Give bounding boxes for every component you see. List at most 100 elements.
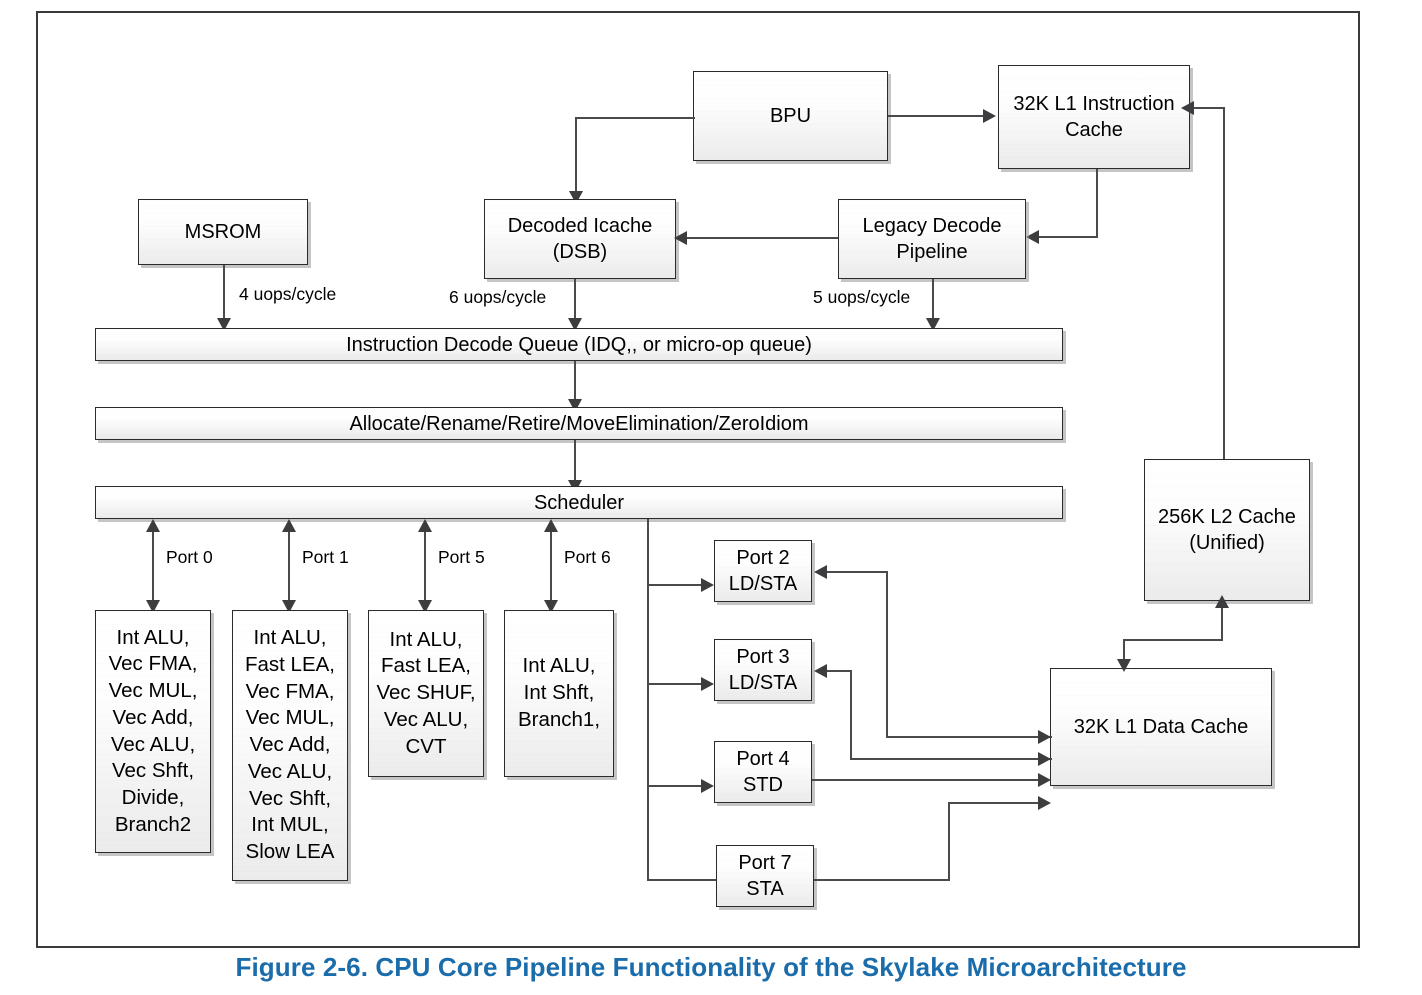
- arrowhead-legacy-to-dsb: [674, 231, 687, 245]
- instruction-decode-queue-bar: Instruction Decode Queue (IDQ,, or micro…: [95, 328, 1063, 361]
- port3-label: Port 3 LD/STA: [728, 646, 798, 694]
- figure-caption: Figure 2-6. CPU Core Pipeline Functional…: [235, 952, 1187, 982]
- arrowhead-bpu-to-dsb: [569, 191, 583, 204]
- port0-units-label: Int ALU, Vec FMA, Vec MUL, Vec Add, Vec …: [108, 625, 198, 836]
- connector-scheduler-memory-bus: [647, 519, 649, 881]
- arrowhead-idq-to-allocate: [568, 399, 582, 412]
- connector-scheduler-port1: [288, 525, 290, 607]
- l1-instruction-cache-label: 32K L1 Instruction Cache: [1013, 93, 1175, 141]
- connector-scheduler-port5: [424, 525, 426, 607]
- connector-l1d-to-port2-v: [886, 571, 888, 738]
- arrowhead-port6-down: [544, 600, 558, 613]
- connector-l1d-to-port3-h: [850, 758, 1052, 760]
- allocate-rename-retire-bar: Allocate/Rename/Retire/MoveElimination/Z…: [95, 407, 1063, 440]
- connector-msrom-to-idq: [223, 265, 225, 323]
- port7-label: Port 7 STA: [738, 852, 792, 900]
- connector-l1i-to-legacy: [1038, 236, 1098, 238]
- arrowhead-port5-down: [418, 600, 432, 613]
- scheduler-bar: Scheduler: [95, 486, 1063, 519]
- instruction-decode-queue-label: Instruction Decode Queue (IDQ,, or micro…: [346, 333, 812, 356]
- msrom-box: MSROM: [138, 199, 308, 265]
- arrowhead-bus-to-port3: [701, 677, 714, 691]
- port7-box: Port 7 STA: [716, 845, 814, 907]
- port6-label: Port 6: [564, 547, 611, 567]
- connector-legacy-to-idq: [932, 279, 934, 323]
- port3-box: Port 3 LD/STA: [714, 639, 812, 701]
- decoded-icache-label: Decoded Icache (DSB): [507, 215, 653, 263]
- port6-units-box: Int ALU, Int Shft, Branch1,: [504, 610, 614, 777]
- arrowhead-port5-up: [418, 519, 432, 532]
- arrowhead-l1d-in-mid: [1038, 752, 1051, 766]
- port5-label: Port 5: [438, 547, 485, 567]
- l1-data-cache-label: 32K L1 Data Cache: [1073, 716, 1249, 738]
- l2-cache-box: 256K L2 Cache (Unified): [1144, 459, 1310, 601]
- port0-units-box: Int ALU, Vec FMA, Vec MUL, Vec Add, Vec …: [95, 610, 211, 853]
- connector-bpu-to-l1i: [888, 115, 983, 117]
- connector-l2-to-l1d-vertical: [1123, 639, 1125, 665]
- connector-l1d-to-l2-vertical: [1221, 601, 1223, 641]
- legacy-decode-label: Legacy Decode Pipeline: [862, 215, 1002, 263]
- connector-l2-down-horizontal: [1123, 639, 1223, 641]
- port1-label: Port 1: [302, 547, 349, 567]
- l1-instruction-cache-box: 32K L1 Instruction Cache: [998, 65, 1190, 169]
- arrowhead-bus-to-port4: [701, 779, 714, 793]
- arrowhead-l1i-to-legacy: [1026, 230, 1039, 244]
- connector-bpu-left-stub: [575, 117, 695, 119]
- port0-label: Port 0: [166, 547, 213, 567]
- arrowhead-port0-up: [146, 519, 160, 532]
- connector-idq-to-allocate: [574, 361, 576, 405]
- arrowhead-l2-to-l1d: [1117, 659, 1131, 672]
- port5-units-box: Int ALU, Fast LEA, Vec SHUF, Vec ALU, CV…: [368, 610, 484, 777]
- allocate-rename-retire-label: Allocate/Rename/Retire/MoveElimination/Z…: [349, 412, 809, 435]
- connector-l1i-down: [1096, 169, 1098, 237]
- arrowhead-port1-up: [282, 519, 296, 532]
- connector-l1d-to-port2-h: [886, 736, 1052, 738]
- msrom-label: MSROM: [184, 221, 262, 243]
- arrowhead-port1-down: [282, 600, 296, 613]
- dsb-rate-label: 6 uops/cycle: [449, 287, 547, 307]
- legacy-rate-label: 5 uops/cycle: [813, 287, 911, 307]
- decoded-icache-box: Decoded Icache (DSB): [484, 199, 676, 279]
- connector-scheduler-port0: [152, 525, 154, 607]
- connector-dsb-to-idq: [574, 279, 576, 323]
- connector-port7-to-l1d-h: [814, 879, 950, 881]
- arrowhead-l1d-in-upper: [1038, 730, 1051, 744]
- legacy-decode-box: Legacy Decode Pipeline: [838, 199, 1026, 279]
- connector-port4-to-l1d: [812, 779, 1040, 781]
- connector-allocate-to-scheduler: [574, 440, 576, 486]
- scheduler-label: Scheduler: [533, 491, 625, 514]
- arrowhead-dsb-to-idq: [568, 318, 582, 331]
- arrowhead-l2-to-l1i: [1181, 101, 1194, 115]
- arrowhead-port4-to-l1d: [1038, 773, 1051, 787]
- connector-bus-to-port4: [647, 785, 703, 787]
- arrowhead-port7-to-l1d: [1038, 796, 1051, 810]
- arrowhead-l1d-to-port2: [814, 565, 827, 579]
- port1-units-label: Int ALU, Fast LEA, Vec FMA, Vec MUL, Vec…: [244, 626, 335, 864]
- arrowhead-bpu-to-l1i: [983, 109, 996, 123]
- arrowhead-legacy-to-idq: [926, 318, 940, 331]
- arrowhead-msrom-to-idq: [217, 318, 231, 331]
- connector-legacy-to-dsb: [686, 237, 838, 239]
- connector-port7-to-l1d-v: [948, 802, 950, 881]
- arrowhead-l1d-to-l2: [1215, 595, 1229, 608]
- connector-bus-to-port7: [647, 879, 717, 881]
- port2-label: Port 2 LD/STA: [728, 547, 798, 595]
- arrowhead-l1d-to-port3: [814, 664, 827, 678]
- port2-box: Port 2 LD/STA: [714, 540, 812, 602]
- connector-l1d-to-port3-v: [850, 670, 852, 760]
- connector-bus-to-port2: [647, 584, 703, 586]
- figure-frame: BPU 32K L1 Instruction Cache MSROM Decod…: [36, 11, 1360, 948]
- arrowhead-port6-up: [544, 519, 558, 532]
- bpu-box: BPU: [693, 71, 888, 161]
- l1-data-cache-box: 32K L1 Data Cache: [1050, 668, 1272, 786]
- connector-bpu-down-to-dsb: [575, 117, 577, 195]
- port1-units-box: Int ALU, Fast LEA, Vec FMA, Vec MUL, Vec…: [232, 610, 348, 881]
- msrom-rate-label: 4 uops/cycle: [239, 284, 337, 304]
- bpu-label: BPU: [769, 105, 812, 127]
- port5-units-label: Int ALU, Fast LEA, Vec SHUF, Vec ALU, CV…: [376, 627, 476, 758]
- connector-l2-to-l1i-vertical: [1223, 107, 1225, 459]
- connector-l2-to-l1i-horizontal: [1193, 107, 1225, 109]
- connector-scheduler-port6: [550, 525, 552, 607]
- connector-l1d-to-port3-top: [826, 670, 852, 672]
